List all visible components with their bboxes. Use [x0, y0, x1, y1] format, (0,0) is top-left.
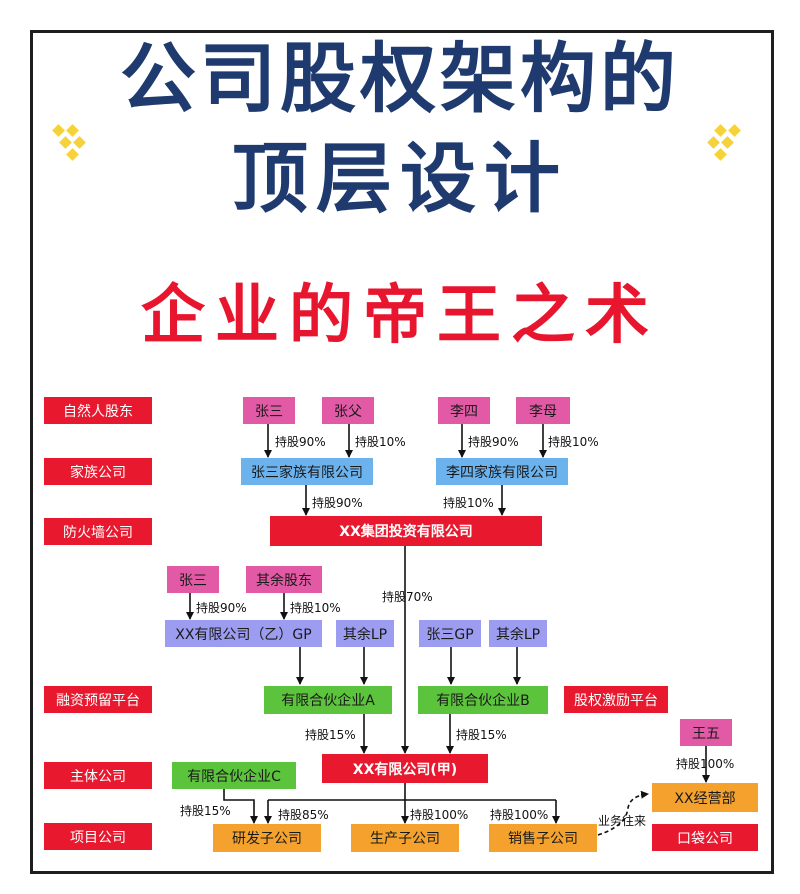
- row-label-main: 主体公司: [44, 762, 152, 789]
- row-label-firewall: 防火墙公司: [44, 518, 152, 545]
- edge-label-b-15: 持股15%: [456, 728, 507, 742]
- row-label-family: 家族公司: [44, 458, 152, 485]
- node-partnership-a: 有限合伙企业A: [264, 686, 392, 714]
- node-sales: 销售子公司: [489, 824, 597, 852]
- edge-c-rnd: [223, 788, 258, 824]
- node-lisi-family: 李四家族有限公司: [436, 458, 568, 485]
- edge-business-dashed: [597, 790, 649, 836]
- node-zhangsan-family: 张三家族有限公司: [241, 458, 373, 485]
- node-lisi: 李四: [438, 397, 490, 424]
- node-pocket: 口袋公司: [652, 824, 758, 851]
- node-limu: 李母: [516, 397, 570, 424]
- node-production: 生产子公司: [351, 824, 459, 852]
- node-other-shareholders: 其余股东: [246, 566, 322, 593]
- node-equity-incentive: 股权激励平台: [564, 686, 668, 713]
- node-group: XX集团投资有限公司: [270, 516, 542, 546]
- edge-label-c-15: 持股15%: [180, 804, 231, 818]
- subtitle: 企业的帝王之术: [141, 279, 659, 353]
- edge-label-lm-10: 持股10%: [548, 435, 599, 449]
- node-zhangfu: 张父: [322, 397, 374, 424]
- edge-label-lsf-10: 持股10%: [443, 496, 494, 510]
- edge-label-business: 业务往来: [598, 814, 647, 828]
- title-line-2: 顶层设计: [232, 134, 568, 223]
- edge-label-rnd-85: 持股85%: [278, 808, 329, 822]
- row-label-project: 项目公司: [44, 823, 152, 850]
- node-partnership-b: 有限合伙企业B: [418, 686, 548, 714]
- node-zhangsan-gp: 张三GP: [419, 620, 481, 647]
- diagram-frame: [30, 30, 774, 874]
- node-main-company: XX有限公司(甲): [322, 754, 488, 783]
- row-label-natural: 自然人股东: [44, 397, 152, 424]
- edge-label-ww-100: 持股100%: [676, 757, 735, 771]
- sparkle-left-icon: [52, 124, 86, 161]
- edge-label-zs-90: 持股90%: [275, 435, 326, 449]
- edge-label-a-15: 持股15%: [305, 728, 356, 742]
- edge-label-group-70: 持股70%: [382, 590, 433, 604]
- node-zhangsan-mid: 张三: [167, 566, 219, 593]
- node-xx-b-gp: XX有限公司（乙）GP: [165, 620, 322, 647]
- edge-label-zs2-90: 持股90%: [196, 601, 247, 615]
- node-rnd: 研发子公司: [213, 824, 321, 852]
- node-zhangsan-top: 张三: [243, 397, 295, 424]
- node-other-lp-b: 其余LP: [489, 620, 547, 647]
- node-operations: XX经营部: [652, 783, 758, 812]
- node-wangwu: 王五: [680, 719, 732, 746]
- sparkle-right-icon: [707, 124, 741, 161]
- node-partnership-c: 有限合伙企业C: [172, 762, 296, 789]
- edge-label-zf-10: 持股10%: [355, 435, 406, 449]
- node-other-lp-a: 其余LP: [336, 620, 394, 647]
- edge-label-other-10: 持股10%: [290, 601, 341, 615]
- title-line-1: 公司股权架构的: [120, 34, 680, 123]
- edge-label-zsf-90: 持股90%: [312, 496, 363, 510]
- edge-label-ls-90: 持股90%: [468, 435, 519, 449]
- edge-label-prod-100: 持股100%: [410, 808, 469, 822]
- row-label-financing: 融资预留平台: [44, 686, 152, 713]
- edge-label-sales-100: 持股100%: [490, 808, 549, 822]
